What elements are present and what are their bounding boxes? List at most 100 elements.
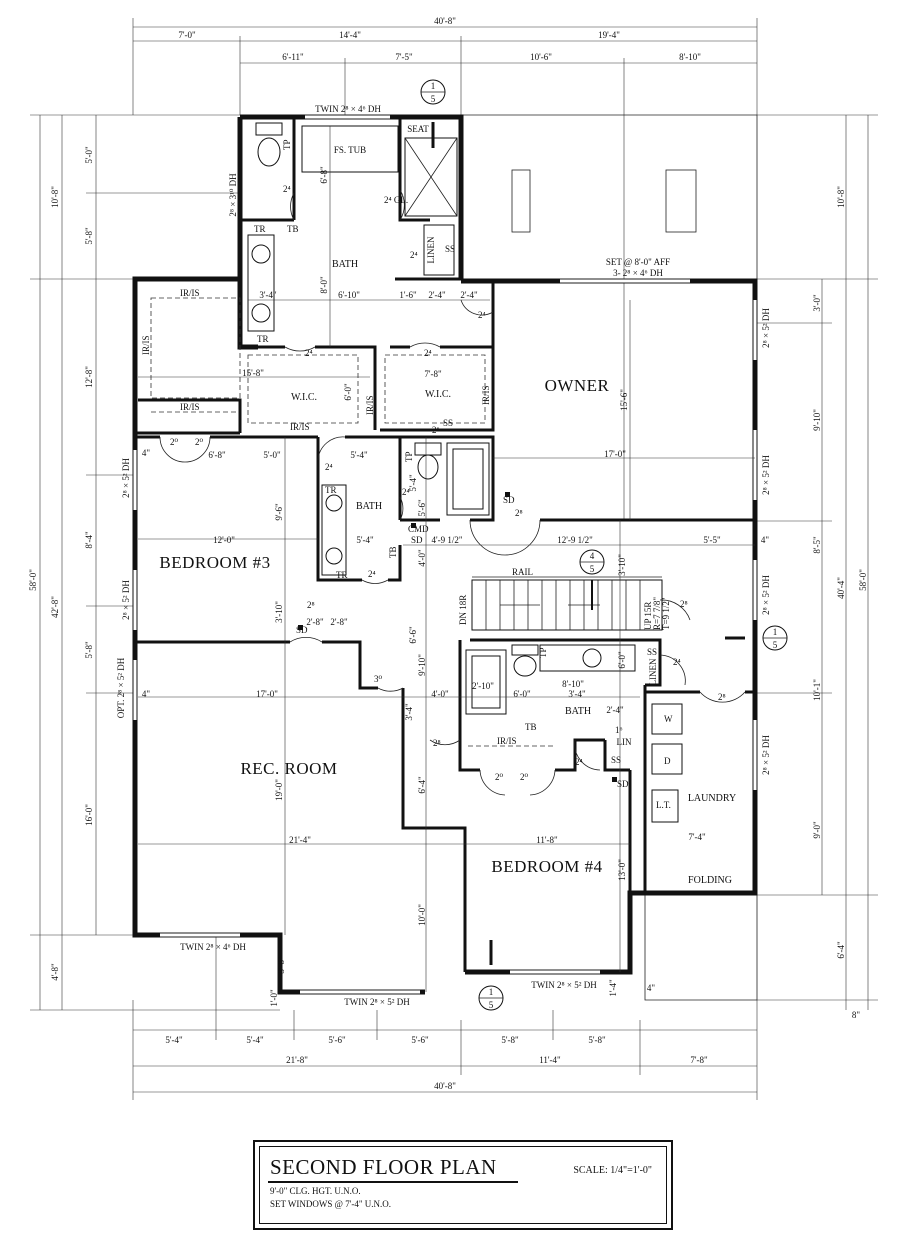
dim-int-15: 9'-6" [274, 503, 284, 521]
roof-outline [461, 114, 758, 1001]
door-lbl-17: 2⁸ [433, 738, 441, 748]
dim-int-13: 5'-0" [263, 450, 281, 460]
dim-int-1: 8'-0" [319, 276, 329, 294]
bottom-dimensions: 5'-4" 5'-4" 5'-6" 5'-6" 5'-8" 5'-8" 21'-… [132, 935, 758, 1100]
room-owner: OWNER [545, 376, 610, 395]
fix-lbl-tp1: TP [282, 139, 292, 150]
dim-top-row1-2: 14'-4" [339, 30, 361, 40]
door-lbl-10: 2⁴ [402, 487, 410, 497]
dim-int-37: 3'-4" [404, 703, 414, 721]
top-dimensions: 40'-8" 7'-0" 14'-4" 19'-4" 6'-11" 7'-5" … [132, 16, 758, 520]
section-right-num: 1 [773, 627, 778, 637]
dim-int-45: 1'-0" [269, 989, 279, 1007]
dim-int-2: 6'-10" [338, 290, 360, 300]
dim-int-41: 11'-8" [536, 835, 558, 845]
smoke-detectors [298, 492, 617, 782]
dim-bottom-row1-5: 5'-8" [501, 1035, 519, 1045]
door-lbl-16: 2⁰ [520, 772, 529, 782]
dim-left-inner-4: 8'-4" [84, 531, 94, 549]
dim-int-11: 17'-0" [604, 449, 626, 459]
dim-int-39: 21'-4" [289, 835, 311, 845]
irs-lbl-6: IR/IS [365, 395, 375, 415]
dim-right-inner-5: 9'-0" [812, 821, 822, 839]
fixtures [247, 122, 683, 823]
dim-int-9: 7'-8" [424, 369, 442, 379]
section-marker-bottom: 1 5 [478, 940, 504, 1011]
dim-right-inner-2: 9'-10" [812, 409, 822, 431]
dim-bottom-row1-3: 5'-6" [328, 1035, 346, 1045]
dim-int-51: 4" [761, 535, 770, 545]
section-bot-den: 5 [489, 1000, 494, 1010]
door-lbl-9: 2⁴ [325, 462, 333, 472]
dim-int-29: 4'-0" [431, 689, 449, 699]
door-lbl-7: 2⁰ [170, 437, 179, 447]
dim-int-31: 6'-0" [513, 689, 531, 699]
room-laundry: LAUNDRY [688, 793, 736, 804]
dim-left-outer-2: 42'-8" [50, 596, 60, 618]
drawing-title: SECOND FLOOR PLAN [270, 1155, 497, 1179]
dim-right-overall: 58'-0" [858, 569, 868, 591]
dim-int-26: 2'-8" [330, 617, 348, 627]
dim-int-28: 9'-10" [417, 654, 427, 676]
room-labels: OWNER BEDROOM #3 REC. ROOM BEDROOM #4 BA… [159, 124, 736, 886]
title-block-inner: SECOND FLOOR PLAN SCALE: 1/4"=1'-0" 9'-0… [259, 1146, 667, 1224]
win-twin-bed4: TWIN 2⁸ × 5² DH [531, 980, 597, 990]
label-linen2: LINEN [648, 658, 658, 685]
dim-int-6: 2'-4" [460, 290, 478, 300]
win-bath-side: 2⁸ × 3¹⁰ DH [228, 173, 238, 217]
dim-left-overall: 58'-0" [28, 569, 38, 591]
label-linen1: LINEN [426, 236, 436, 263]
door-and-fixture-labels: 2⁴ 2⁴ GL. 2⁴ 2⁴ 2⁴ 2⁴ 2⁰ 2⁰ 2⁴ 2⁴ 2⁴ 2⁸ … [141, 139, 726, 810]
irs-lbl-4: IR/IS [497, 736, 517, 746]
laundry-tub-lbl: L.T. [656, 800, 671, 810]
dim-int-20: 4'-9 1/2" [431, 535, 462, 545]
door-lbl-19: 2⁸ [718, 692, 726, 702]
room-bath-owner: BATH [332, 259, 358, 270]
interior-walls [135, 117, 755, 972]
dim-left-inner-1: 5'-0" [84, 146, 94, 164]
dim-bottom-row2-1: 21'-8" [286, 1055, 308, 1065]
dim-int-49: 4" [142, 448, 151, 458]
section-bot-num: 1 [489, 987, 494, 997]
dim-top-row1-3: 19'-4" [598, 30, 620, 40]
fix-lbl-tp3: TP [538, 647, 548, 658]
dim-int-34: 6'-0" [617, 651, 627, 669]
win-right-3: 2⁸ × 5² DH [761, 575, 771, 615]
dryer-lbl: D [664, 756, 671, 766]
dim-int-50: 4" [142, 689, 151, 699]
right-dimensions: 58'-0" 10'-8" 40'-4" 6'-4" 8" 3'-0" 9'-1… [757, 114, 878, 1020]
shelving-dashes [150, 297, 555, 747]
fix-lbl-tr1: TR [254, 224, 266, 234]
dim-int-4: 1'-6" [399, 290, 417, 300]
dim-int-5: 2'-4" [428, 290, 446, 300]
interior-dim-lines [138, 126, 755, 992]
dim-int-17: 5'-4" [408, 474, 418, 492]
irs-lbl-2: IR/IS [180, 402, 200, 412]
dim-int-52: 4" [647, 983, 656, 993]
door-lbl-5: 2⁴ [305, 348, 313, 358]
dim-top-overall: 40'-8" [434, 16, 456, 26]
door-lbl-1: 2⁴ [283, 184, 291, 194]
win-left-1: 2⁸ × 5² DH [121, 458, 131, 498]
door-lbl-8: 2⁰ [195, 437, 204, 447]
room-wic1: W.I.C. [291, 392, 317, 403]
fix-lbl-tb3: TB [525, 722, 537, 732]
dim-int-48: 2'-8" [306, 617, 324, 627]
dim-int-38: 19'-0" [274, 779, 284, 801]
room-bedroom4: BEDROOM #4 [491, 857, 602, 876]
win-left-opt: OPT. 2⁸ × 5² DH [116, 657, 126, 718]
dim-right-inner-4: 10'-1" [812, 679, 822, 701]
irs-lbl-3: IR/IS [290, 422, 310, 432]
door-lbl-23: 1⁶ [615, 725, 623, 735]
stair-up-lbl-3: T=9 1/2" [661, 597, 671, 630]
fix-lbl-tb2: TB [388, 546, 398, 558]
dim-int-35: 2'-4" [606, 705, 624, 715]
door-lbl-6: 2⁴ [424, 348, 432, 358]
fix-lbl-ss4: SS [611, 755, 621, 765]
dim-right-outer-2: 40'-4" [836, 577, 846, 599]
dim-int-46: 1'-4" [608, 979, 618, 997]
washer-lbl: W [664, 714, 673, 724]
fix-lbl-ss2: SS [443, 418, 453, 428]
fix-lbl-cmd: CMD [408, 524, 429, 534]
door-lbl-3: 2⁴ [410, 250, 418, 260]
